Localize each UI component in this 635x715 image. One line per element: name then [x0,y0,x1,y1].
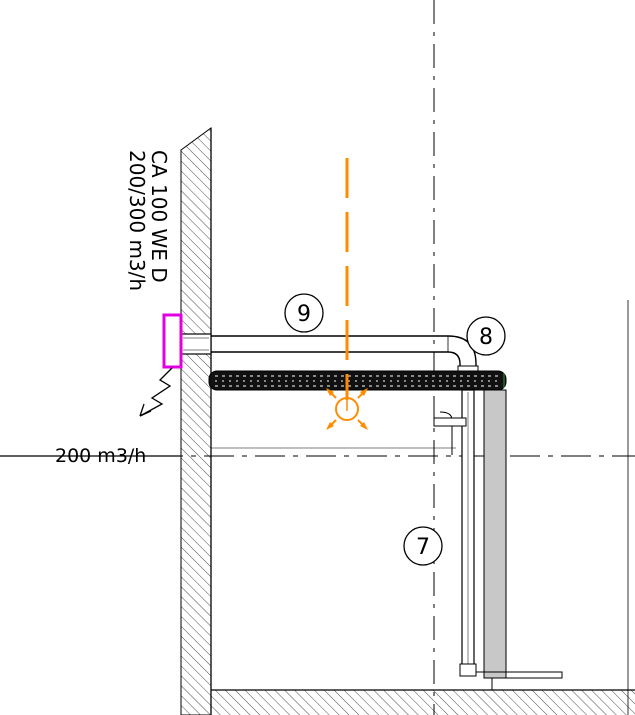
gray-board [483,389,507,679]
horizontal-duct [180,333,448,355]
fan-unit [162,313,183,369]
marker-7-label: 7 [416,535,430,560]
unit-label: CA 100 WE D 200/300 m3/h [125,150,171,291]
unit-flow-text: 200/300 m3/h [125,150,149,291]
ceiling-beam [208,370,507,391]
marker-8: 8 [466,316,506,356]
exhaust-flow-label: 200 m3/h [55,445,146,467]
floor-slab [211,689,635,715]
light-fixture [326,158,368,430]
wall [180,127,212,715]
marker-9-label: 9 [297,302,311,327]
marker-8-label: 8 [479,325,493,350]
vertical-duct [433,389,563,690]
unit-model-text: CA 100 WE D [147,150,171,283]
marker-7: 7 [403,526,443,566]
marker-9: 9 [284,293,324,333]
airflow-arrow [139,367,173,417]
